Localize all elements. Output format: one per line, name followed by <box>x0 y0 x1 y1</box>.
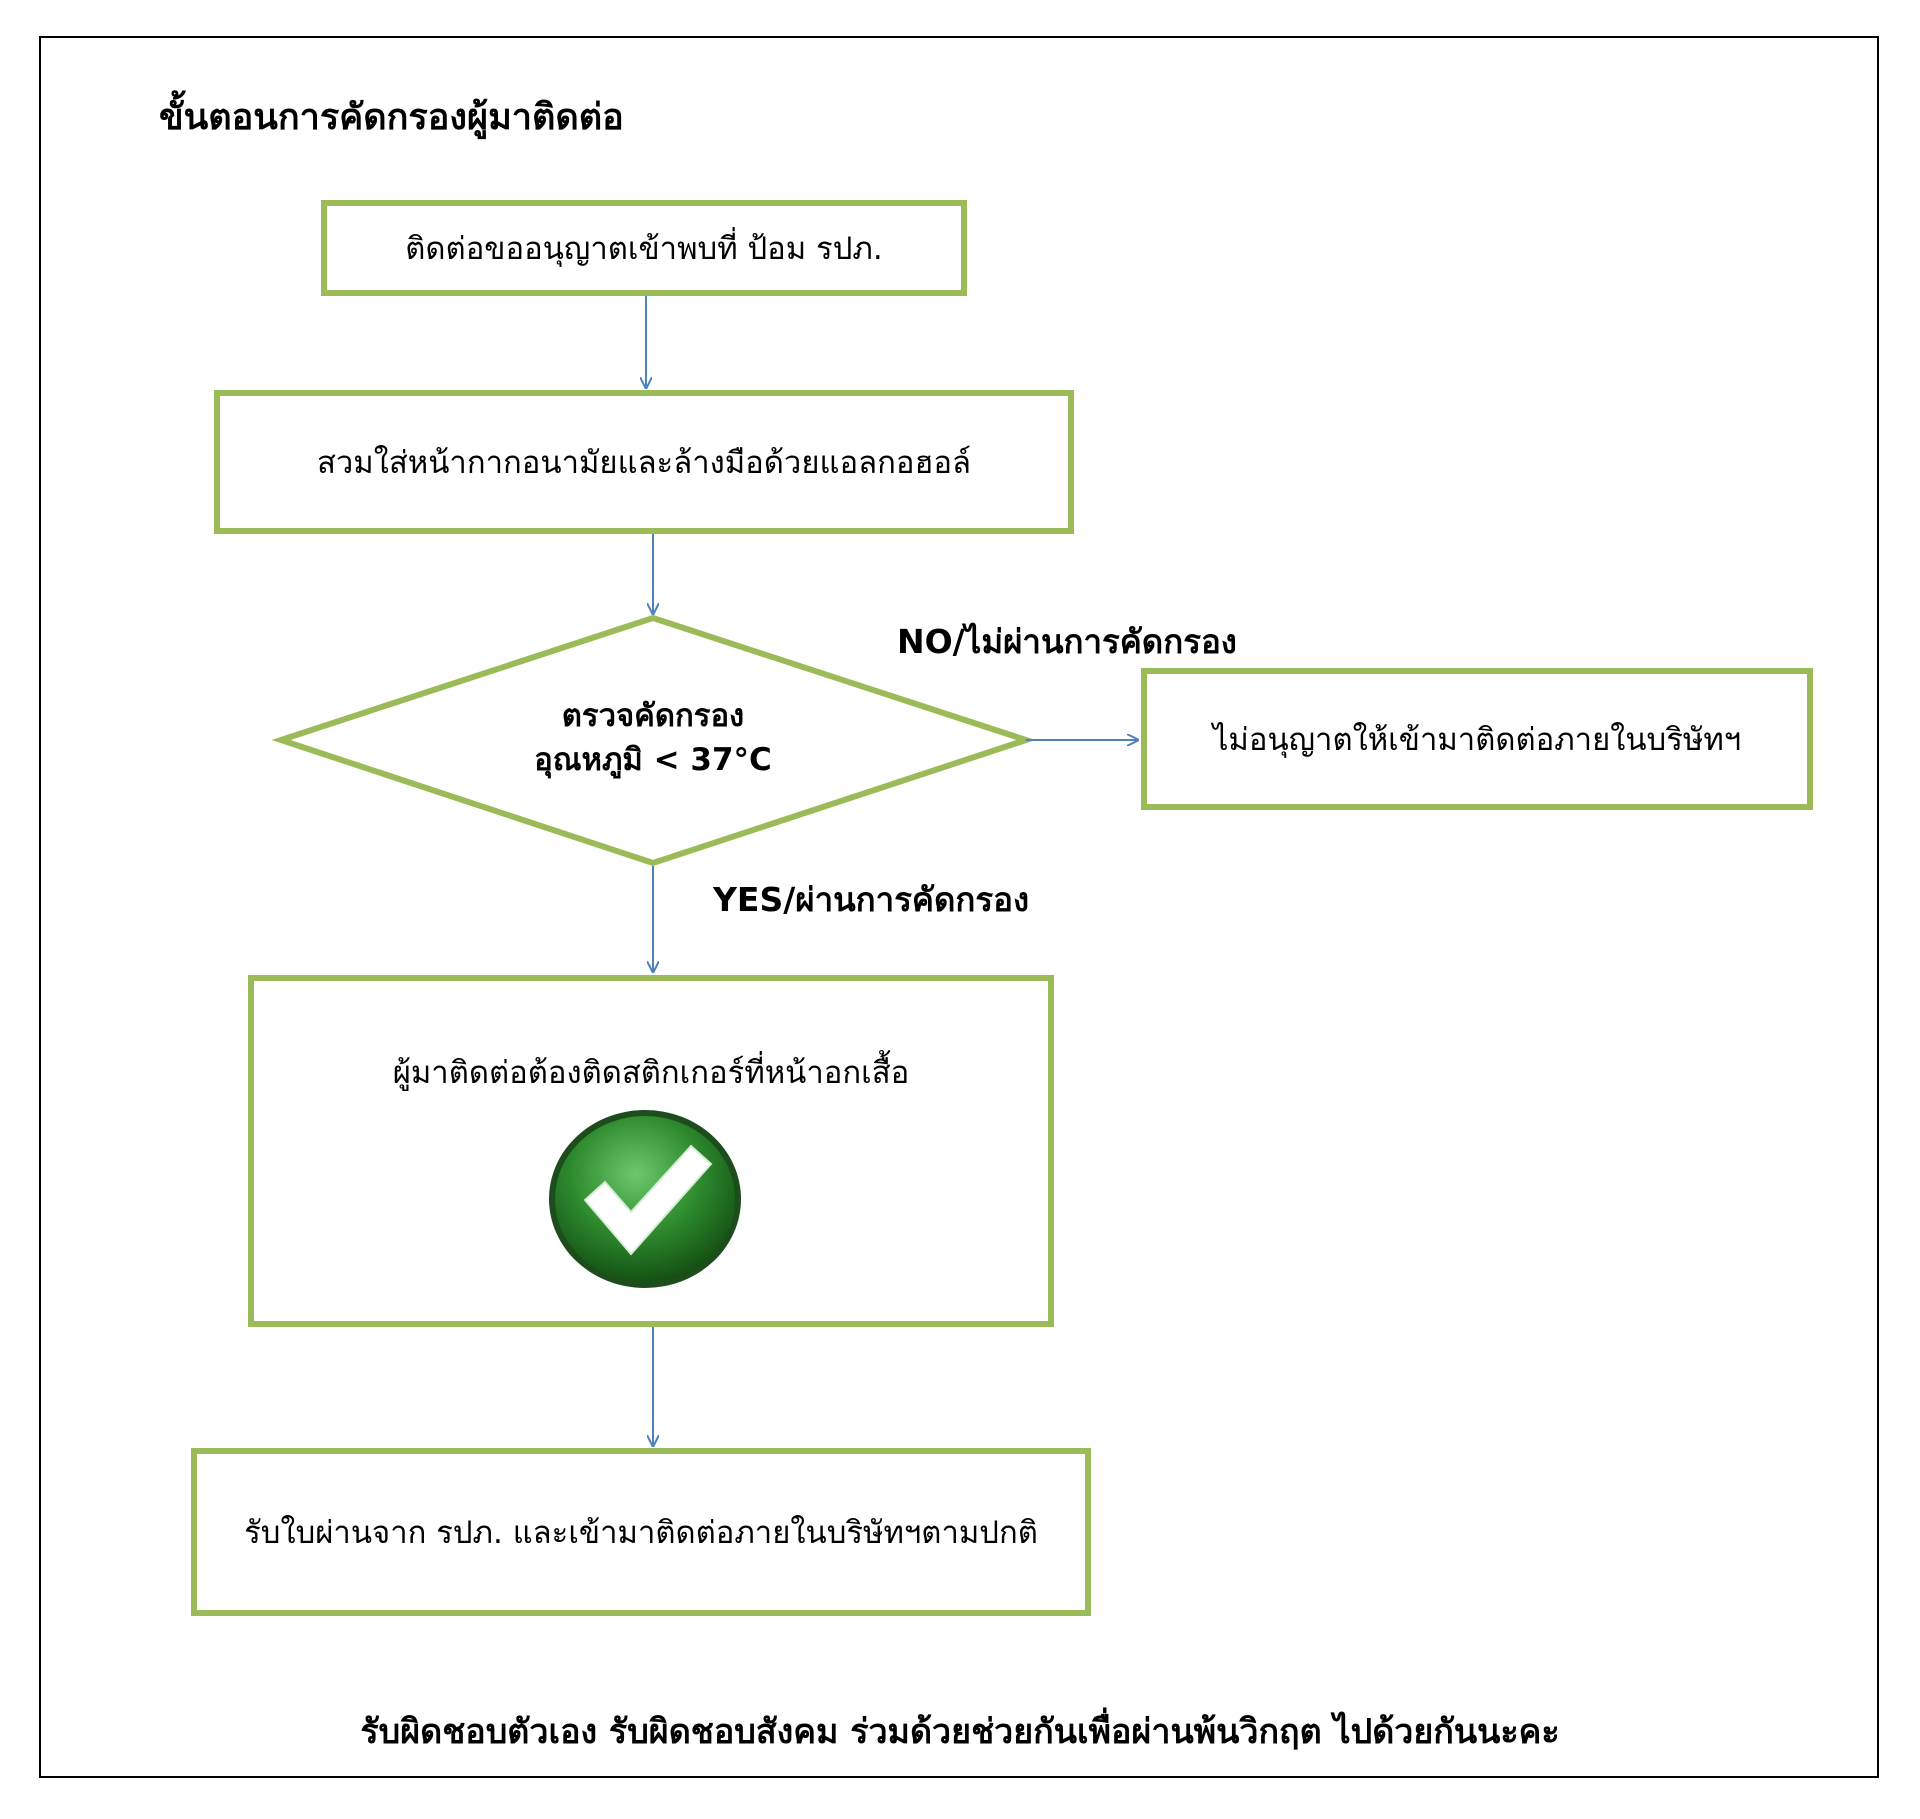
decision-label-line1: ตรวจคัดกรอง <box>561 698 745 734</box>
decision-diamond <box>271 614 1036 867</box>
decision-label-line2: อุณหภูมิ < 37°C <box>534 742 772 778</box>
step-contact-guard-label: ติดต่อขออนุญาตเข้าพบที่ ป้อม รปภ. <box>405 231 883 267</box>
branch-yes-label: YES/ผ่านการคัดกรอง <box>713 880 1030 919</box>
step-not-allowed: ไม่อนุญาตให้เข้ามาติดต่อภายในบริษัทฯ <box>1141 668 1813 810</box>
step-not-allowed-label: ไม่อนุญาตให้เข้ามาติดต่อภายในบริษัทฯ <box>1212 722 1742 758</box>
decision-label: ตรวจคัดกรอง อุณหภูมิ < 37°C <box>453 694 853 782</box>
step-receive-pass: รับใบผ่านจาก รปภ. และเข้ามาติดต่อภายในบร… <box>191 1448 1091 1616</box>
check-circle-icon <box>549 1110 741 1288</box>
diagram-frame <box>39 36 1879 1778</box>
step-mask-and-sanitize: สวมใส่หน้ากากอนามัยและล้างมือด้วยแอลกอฮอ… <box>214 390 1074 534</box>
step-sticker-label: ผู้มาติดต่อต้องติดสติกเกอร์ที่หน้าอกเสื้… <box>392 1055 910 1091</box>
step-receive-pass-label: รับใบผ่านจาก รปภ. และเข้ามาติดต่อภายในบร… <box>244 1515 1038 1551</box>
step-contact-guard: ติดต่อขออนุญาตเข้าพบที่ ป้อม รปภ. <box>321 200 967 296</box>
footer-slogan: รับผิดชอบตัวเอง รับผิดชอบสังคม ร่วมด้วยช… <box>360 1712 1560 1752</box>
step-mask-and-sanitize-label: สวมใส่หน้ากากอนามัยและล้างมือด้วยแอลกอฮอ… <box>316 445 972 481</box>
branch-no-label: NO/ไม่ผ่านการคัดกรอง <box>897 622 1237 661</box>
page-title: ขั้นตอนการคัดกรองผู้มาติดต่อ <box>159 97 624 138</box>
